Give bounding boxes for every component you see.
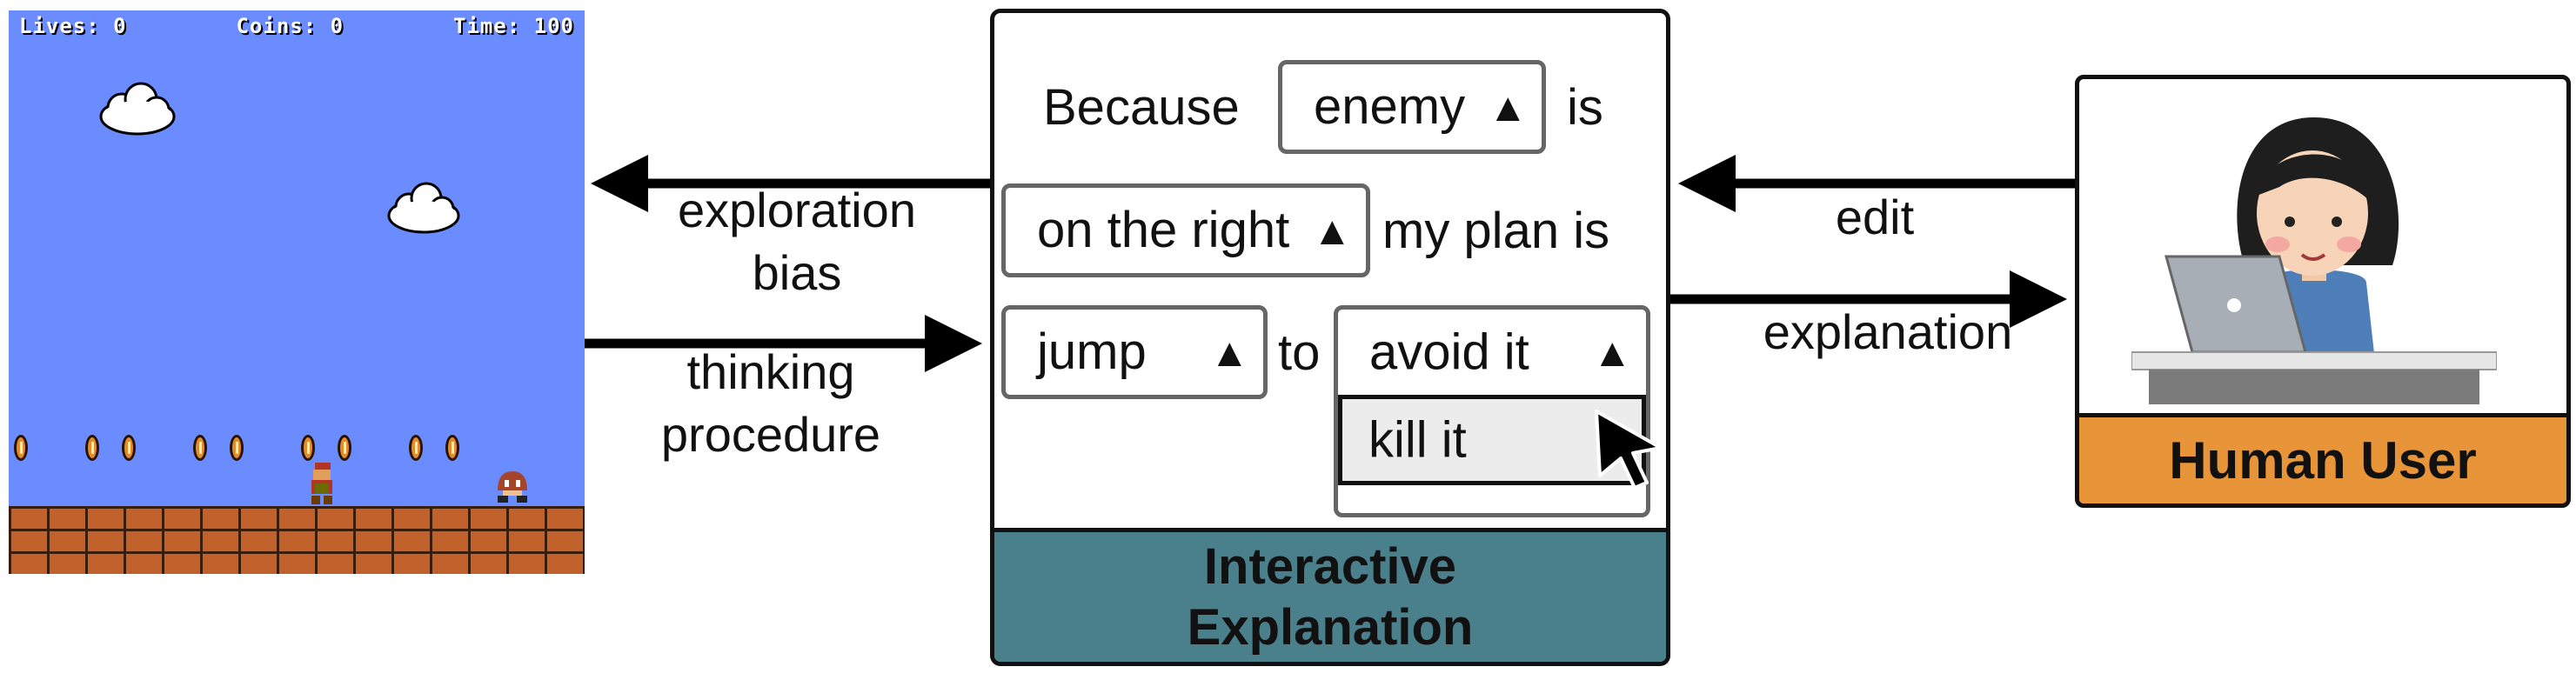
person-at-laptop-icon xyxy=(2131,117,2497,404)
human-user-panel: Human User xyxy=(2075,75,2571,508)
word-to: to xyxy=(1278,324,1321,381)
goomba-icon xyxy=(498,471,527,503)
dropdown-subject[interactable]: enemy ▲ xyxy=(1278,60,1546,154)
dropdown-arrow-icon: ▲ xyxy=(1592,330,1632,375)
coin-icon xyxy=(230,435,244,461)
coin-icon xyxy=(122,435,136,461)
label-explanation: explanation xyxy=(1763,304,2013,359)
human-user-label: Human User xyxy=(2079,413,2566,503)
dropdown-position[interactable]: on the right ▲ xyxy=(1001,183,1370,277)
word-because: Because xyxy=(1043,79,1240,136)
coin-icon xyxy=(338,435,351,461)
label-edit: edit xyxy=(1835,190,1915,244)
coin-icon xyxy=(85,435,99,461)
cloud-icon xyxy=(387,182,460,234)
interactive-explanation-panel: Because enemy ▲ is on the right ▲ my pla… xyxy=(990,9,1670,666)
coin-icon xyxy=(445,435,459,461)
dropdown-arrow-icon: ▲ xyxy=(1488,84,1528,130)
hud-time: Time: 100 xyxy=(452,14,574,38)
dropdown-goal-selected[interactable]: avoid it ▲ xyxy=(1338,310,1646,395)
dropdown-action-value: jump xyxy=(1037,323,1147,380)
dropdown-position-value: on the right xyxy=(1037,202,1290,258)
ground-bricks xyxy=(9,506,585,574)
hud-lives: Lives: 0 xyxy=(19,14,127,38)
dropdown-arrow-icon: ▲ xyxy=(1312,208,1352,253)
dropdown-arrow-icon: ▲ xyxy=(1209,330,1249,375)
coin-icon xyxy=(14,435,28,461)
hud-coins: Coins: 0 xyxy=(236,14,345,38)
panel-title: Interactive Explanation xyxy=(994,528,1666,662)
coin-icon xyxy=(301,435,315,461)
coin-icon xyxy=(409,435,423,461)
mario-icon xyxy=(311,463,332,504)
dropdown-goal-value: avoid it xyxy=(1369,323,1529,381)
word-is: is xyxy=(1567,79,1603,136)
dropdown-goal[interactable]: avoid it ▲ kill it xyxy=(1334,305,1650,517)
game-hud: Lives: 0 Coins: 0 Time: 100 xyxy=(19,14,574,38)
dropdown-subject-value: enemy xyxy=(1314,78,1466,135)
dropdown-action[interactable]: jump ▲ xyxy=(1001,305,1268,399)
game-screenshot: Lives: 0 Coins: 0 Time: 100 xyxy=(9,10,585,574)
word-my-plan-is: my plan is xyxy=(1382,203,1610,259)
dropdown-option-kill-it[interactable]: kill it xyxy=(1338,395,1646,485)
mouse-cursor-icon xyxy=(1595,410,1663,490)
cloud-icon xyxy=(99,82,176,136)
label-exploration-bias: exploration bias xyxy=(678,183,916,300)
coin-icon xyxy=(193,435,207,461)
label-thinking-procedure: thinking procedure xyxy=(660,344,881,462)
